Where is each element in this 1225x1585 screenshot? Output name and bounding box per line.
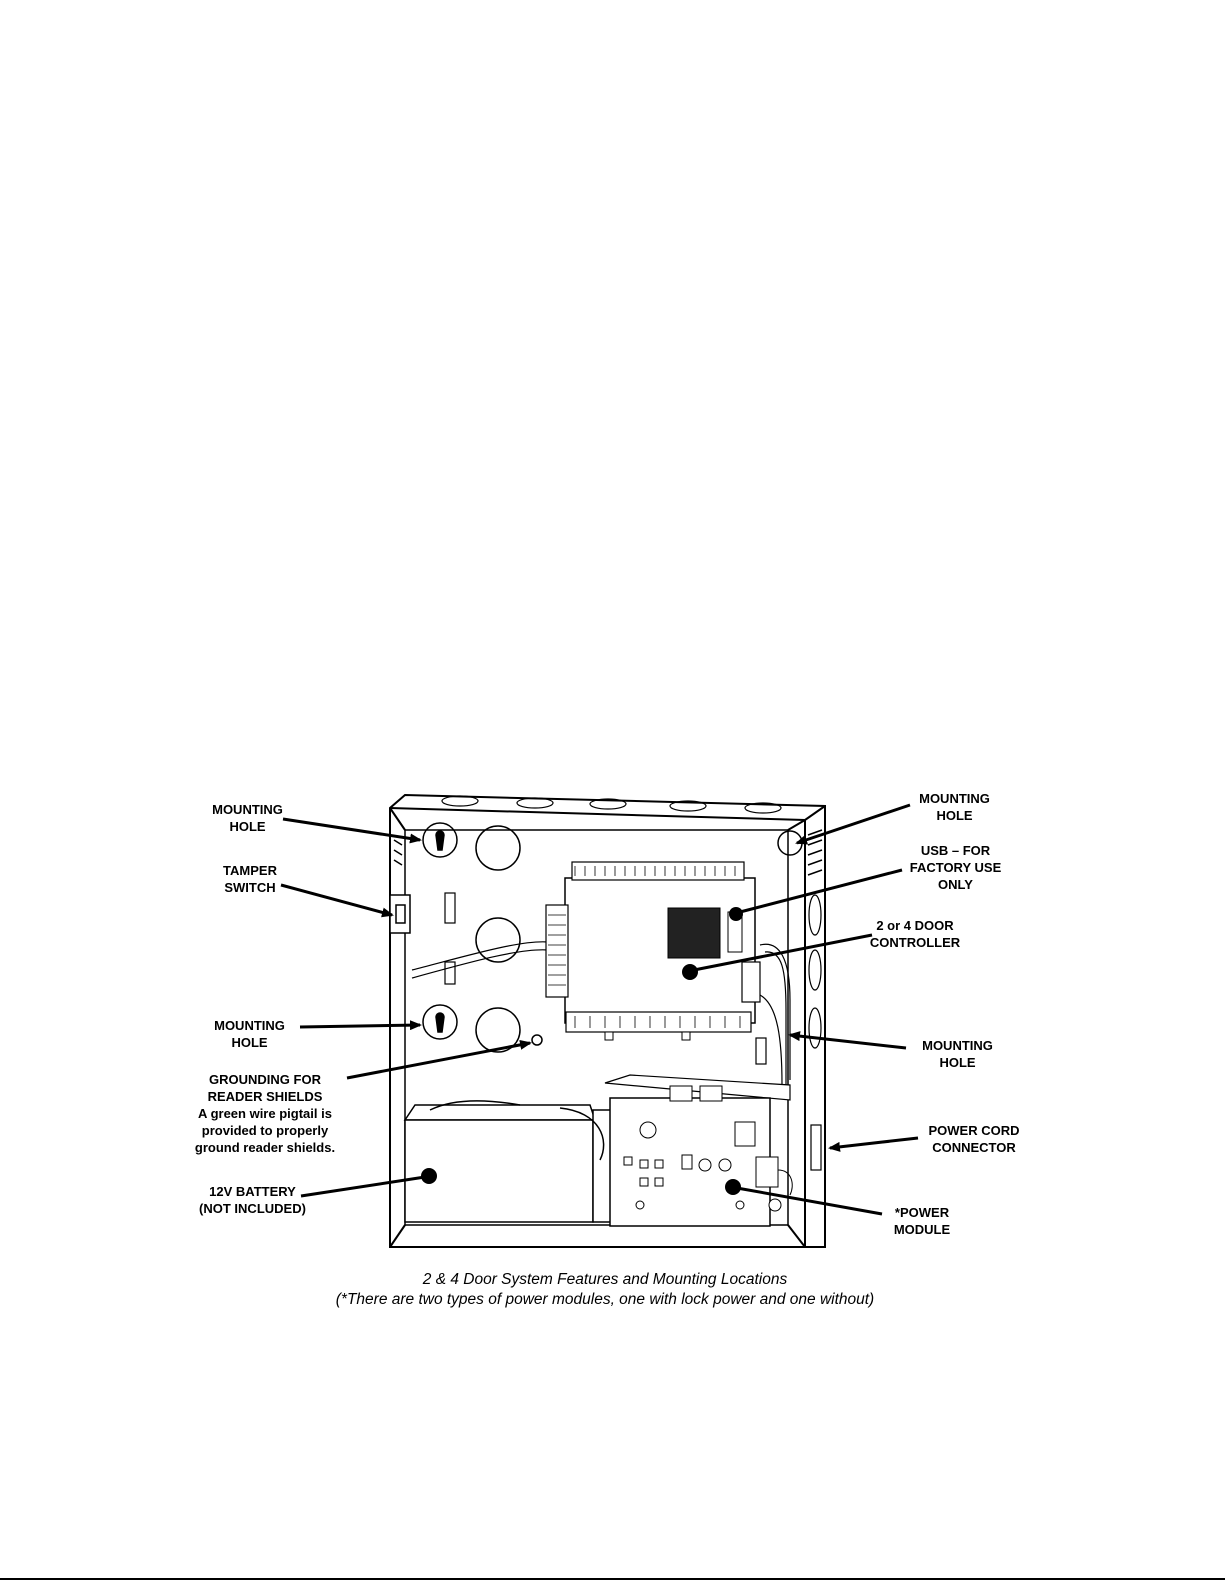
usb-dot [729, 907, 743, 921]
power-module-part [604, 1074, 793, 1227]
grounding-stud [531, 1034, 543, 1046]
label-line: CONNECTOR [932, 1140, 1016, 1155]
label-line: SWITCH [224, 880, 276, 895]
power-module-dot [725, 1179, 741, 1195]
label-line: TAMPER [223, 863, 277, 878]
label-mounting-hole-right: MOUNTING HOLE [905, 1037, 1010, 1071]
enclosure-box [389, 793, 826, 1248]
label-controller: 2 or 4 DOOR CONTROLLER [860, 917, 970, 951]
label-line: USB – FOR [920, 843, 991, 858]
caption-line-2: (*There are two types of power modules, … [335, 1291, 875, 1308]
label-line: READER SHIELDS [207, 1089, 323, 1104]
keyhole-mounting-holes [422, 822, 803, 1040]
label-line: *POWER [894, 1205, 950, 1220]
label-line: 2 or 4 DOOR [876, 918, 954, 933]
label-line: HOLE [939, 1055, 976, 1070]
label-usb: USB – FOR FACTORY USE ONLY [898, 842, 1013, 893]
label-line: POWER CORD [928, 1123, 1020, 1138]
controller-dot [682, 964, 698, 980]
label-line: MODULE [893, 1222, 951, 1237]
arrow-power-cord [828, 1136, 919, 1152]
back-slots [444, 892, 767, 1065]
label-mounting-hole-top-left: MOUNTING HOLE [195, 801, 300, 835]
label-line: MOUNTING [214, 1018, 285, 1033]
label-line: MOUNTING [922, 1038, 993, 1053]
arrow-mounting-hole-top-left [282, 817, 422, 844]
label-line: HOLE [229, 819, 266, 834]
label-line: GROUNDING FOR [209, 1072, 321, 1087]
label-line: ONLY [938, 877, 973, 892]
label-line: CONTROLLER [869, 935, 961, 950]
label-line: HOLE [231, 1035, 268, 1050]
label-line: MOUNTING [212, 802, 283, 817]
arrow-mounting-hole-mid-left [299, 1020, 422, 1031]
callout-dots [421, 907, 743, 1195]
label-power-module: *POWER MODULE [878, 1204, 966, 1238]
tamper-switch-part [389, 894, 411, 934]
figure-caption: 2 & 4 Door System Features and Mounting … [200, 1270, 1010, 1310]
label-battery: 12V BATTERY (NOT INCLUDED) [185, 1183, 320, 1217]
label-line: MOUNTING [919, 791, 990, 806]
label-note-line: provided to properly [201, 1123, 329, 1138]
arrow-mounting-hole-right [788, 1031, 907, 1050]
label-line: HOLE [936, 808, 973, 823]
arrow-tamper-switch [280, 883, 394, 918]
arrow-grounding [346, 1039, 532, 1080]
label-grounding: GROUNDING FOR READER SHIELDS A green wir… [180, 1071, 350, 1156]
leader-arrows [280, 803, 919, 1216]
caption-line-1: 2 & 4 Door System Features and Mounting … [422, 1271, 788, 1288]
label-line: (NOT INCLUDED) [199, 1201, 306, 1216]
page-bottom-rule [0, 1578, 1225, 1580]
back-knockouts [475, 825, 521, 1053]
arrow-controller [693, 933, 873, 972]
battery-part [403, 1100, 612, 1223]
label-mounting-hole-mid-left: MOUNTING HOLE [197, 1017, 302, 1051]
arrow-usb [739, 868, 903, 914]
arrow-mounting-hole-top-right [795, 803, 911, 845]
arrow-power-module [736, 1186, 883, 1216]
wires [411, 941, 791, 1086]
label-tamper-switch: TAMPER SWITCH [205, 862, 295, 896]
arrow-battery [300, 1175, 426, 1198]
label-line: FACTORY USE [909, 860, 1002, 875]
label-note-line: ground reader shields. [194, 1140, 336, 1155]
battery-dot [421, 1168, 437, 1184]
label-mounting-hole-top-right: MOUNTING HOLE [902, 790, 1007, 824]
top-knockouts [441, 795, 782, 814]
side-vents [393, 829, 823, 876]
label-power-cord: POWER CORD CONNECTOR [915, 1122, 1033, 1156]
label-note-line: A green wire pigtail is [198, 1106, 332, 1121]
side-knockouts [808, 894, 822, 1171]
label-line: 12V BATTERY [209, 1184, 296, 1199]
controller-board [545, 861, 761, 1041]
